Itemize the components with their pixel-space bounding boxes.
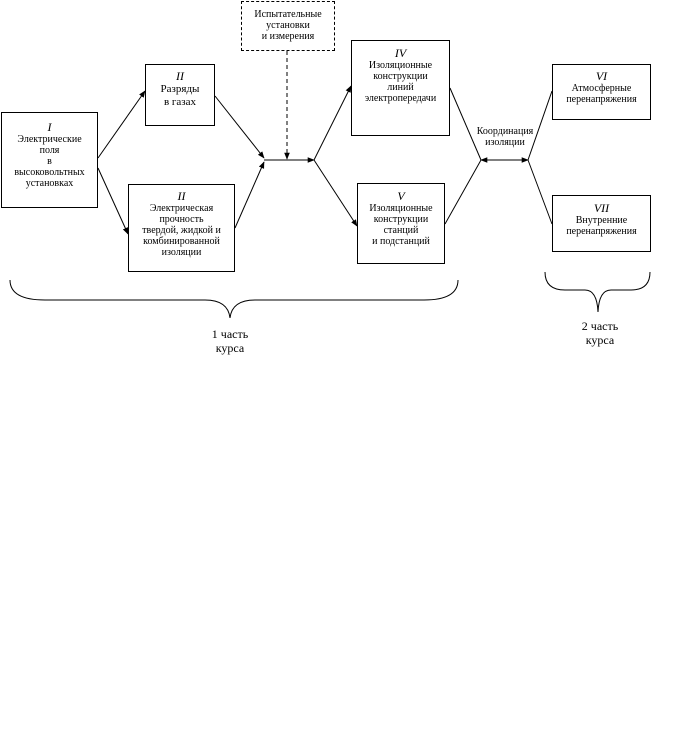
arrow-b3-to-junction [234, 161, 265, 229]
box-gas-discharges: II Разряды в газах [145, 64, 215, 126]
course-line: курса [585, 333, 615, 347]
box-text-line: линий [387, 82, 414, 93]
box-number: II [176, 69, 184, 83]
arrow-b2-to-junction [214, 95, 265, 159]
box-text-line: в [47, 156, 52, 167]
box-number: VI [595, 69, 608, 83]
box-text-line: и подстанций [372, 236, 430, 247]
box-text-line: перенапряжения [566, 94, 637, 105]
box-text-line: Испытательные [254, 9, 322, 20]
box-text-line: перенапряжения [566, 226, 637, 237]
box-insulation-strength: II Электрическая прочность твердой, жидк… [128, 184, 235, 272]
brace-course-2 [544, 271, 651, 313]
box-internal-overvoltage: VII Внутренние перенапряжения [552, 195, 651, 252]
course-part-1-label: 1 часть курса [190, 327, 270, 355]
box-text-line: установках [25, 178, 74, 189]
box-text-line: Атмосферные [571, 83, 632, 94]
box-text-line: прочность [159, 214, 204, 225]
arrow-b1-to-b2 [97, 90, 146, 159]
box-text-line: Электрические [17, 134, 82, 145]
course-part-2-label: 2 часть курса [560, 319, 640, 347]
arrow-b1-to-b3 [97, 167, 129, 235]
box-test-installations: Испытательные установки и измерения [241, 1, 335, 51]
arrow-split-to-b5 [313, 159, 358, 227]
box-text-line: станций [383, 225, 419, 236]
box-text-line: электропередачи [364, 93, 437, 104]
box-line-insulation: IV Изоляционные конструкции линий электр… [351, 40, 450, 136]
coordination-line: изоляции [485, 137, 525, 148]
brace-course-1 [9, 279, 459, 319]
box-number: V [397, 189, 405, 203]
box-number: I [47, 120, 52, 134]
box-text-line: изоляции [161, 247, 202, 258]
box-text-line: установки [266, 20, 310, 31]
box-text-line: Электрическая [149, 203, 214, 214]
box-text-line: Разряды [160, 83, 200, 95]
box-text-line: поля [39, 145, 60, 156]
box-number: IV [394, 46, 407, 60]
line-coordination-to-b6 [527, 90, 553, 161]
box-atmospheric-overvoltage: VI Атмосферные перенапряжения [552, 64, 651, 120]
arrow-split-to-b4 [313, 85, 352, 161]
box-text-line: высоковольтных [14, 167, 85, 178]
box-number: II [177, 189, 186, 203]
box-text-line: Изоляционные [368, 60, 433, 71]
box-text-line: Внутренние [575, 215, 628, 226]
box-station-insulation: V Изоляционные конструкции станций и под… [357, 183, 445, 264]
box-text-line: в газах [163, 96, 197, 108]
box-text-line: конструкции [373, 71, 428, 82]
box-text-line: и измерения [261, 31, 315, 42]
course-line: курса [215, 341, 245, 355]
line-coordination-to-b7 [527, 159, 553, 225]
course-line: 2 часть [581, 319, 619, 333]
line-b4-to-coordination [449, 87, 482, 161]
box-text-line: твердой, жидкой и [142, 225, 221, 236]
box-electric-fields: I Электрические поля в высоковольтных ус… [1, 112, 98, 208]
box-text-line: конструкции [373, 214, 429, 225]
line-b5-to-coordination [444, 159, 482, 225]
box-text-line: комбинированной [143, 236, 220, 247]
box-text-line: Изоляционные [369, 203, 433, 214]
coordination-label: Координация изоляции [465, 126, 545, 148]
course-line: 1 часть [211, 327, 249, 341]
coordination-line: Координация [476, 126, 534, 137]
box-number: VII [593, 201, 610, 215]
